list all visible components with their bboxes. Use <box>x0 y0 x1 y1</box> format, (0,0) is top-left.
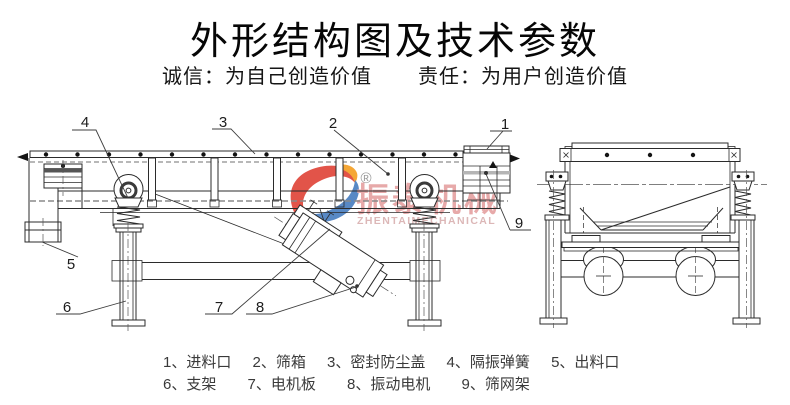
callout-6: 6 <box>63 299 71 316</box>
legend-item-6: 6、支架 <box>163 376 217 393</box>
end-view-drawing <box>537 142 767 328</box>
cover-clamps <box>147 157 407 208</box>
legend-item-3: 3、密封防尘盖 <box>327 354 426 371</box>
subtitle-responsibility: 责任：为用户创造价值 <box>418 66 628 88</box>
end-view-motors <box>583 246 716 296</box>
legend-item-4: 4、隔振弹簧 <box>446 354 530 371</box>
callout-9: 9 <box>515 215 523 232</box>
legend-item-2: 2、筛箱 <box>252 354 306 371</box>
callout-3: 3 <box>219 114 227 131</box>
legend-item-9: 9、筛网架 <box>461 376 530 393</box>
vibration-motor-assembly <box>274 199 397 298</box>
legend-item-8: 8、振动电机 <box>347 376 431 393</box>
callout-8: 8 <box>256 299 264 316</box>
watermark-brand-en: ZHENTAIMECHANICAL <box>357 215 496 227</box>
callout-1: 1 <box>501 116 509 133</box>
end-view-right-leg <box>730 170 761 328</box>
side-view-drawing <box>17 145 520 331</box>
callout-4: 4 <box>81 114 89 131</box>
registered-trademark-icon: ® <box>360 170 371 187</box>
support-beam <box>111 260 441 282</box>
legend-item-7: 7、电机板 <box>247 376 316 393</box>
end-view-left-leg <box>539 170 570 328</box>
legend-row-2: 6、支架 7、电机板 8、振动电机 9、筛网架 <box>163 373 557 394</box>
callout-2: 2 <box>329 115 337 132</box>
legend-row-1: 1、进料口 2、筛箱 3、密封防尘盖 4、隔振弹簧 5、出料口 <box>163 351 636 372</box>
cover-bolts <box>43 152 458 157</box>
page-title: 外形结构图及技术参数 <box>189 21 600 63</box>
legend-item-1: 1、进料口 <box>163 354 232 371</box>
discharge-chute <box>24 158 114 246</box>
left-spring-and-leg <box>111 174 146 331</box>
subtitle-integrity: 诚信：为自己创造价值 <box>162 66 372 88</box>
subtitle: 诚信：为自己创造价值 责任：为用户创造价值 <box>0 60 790 89</box>
flow-arrow-left-icon <box>17 153 28 161</box>
flow-arrow-right-icon <box>510 154 520 163</box>
callout-5: 5 <box>67 256 75 273</box>
callout-leaders <box>41 128 531 315</box>
callout-7: 7 <box>215 299 223 316</box>
callout-numbers: 1 2 3 4 5 6 7 8 9 <box>63 114 523 316</box>
legend-item-5: 5、出料口 <box>551 354 620 371</box>
right-spring-and-leg <box>407 174 442 331</box>
